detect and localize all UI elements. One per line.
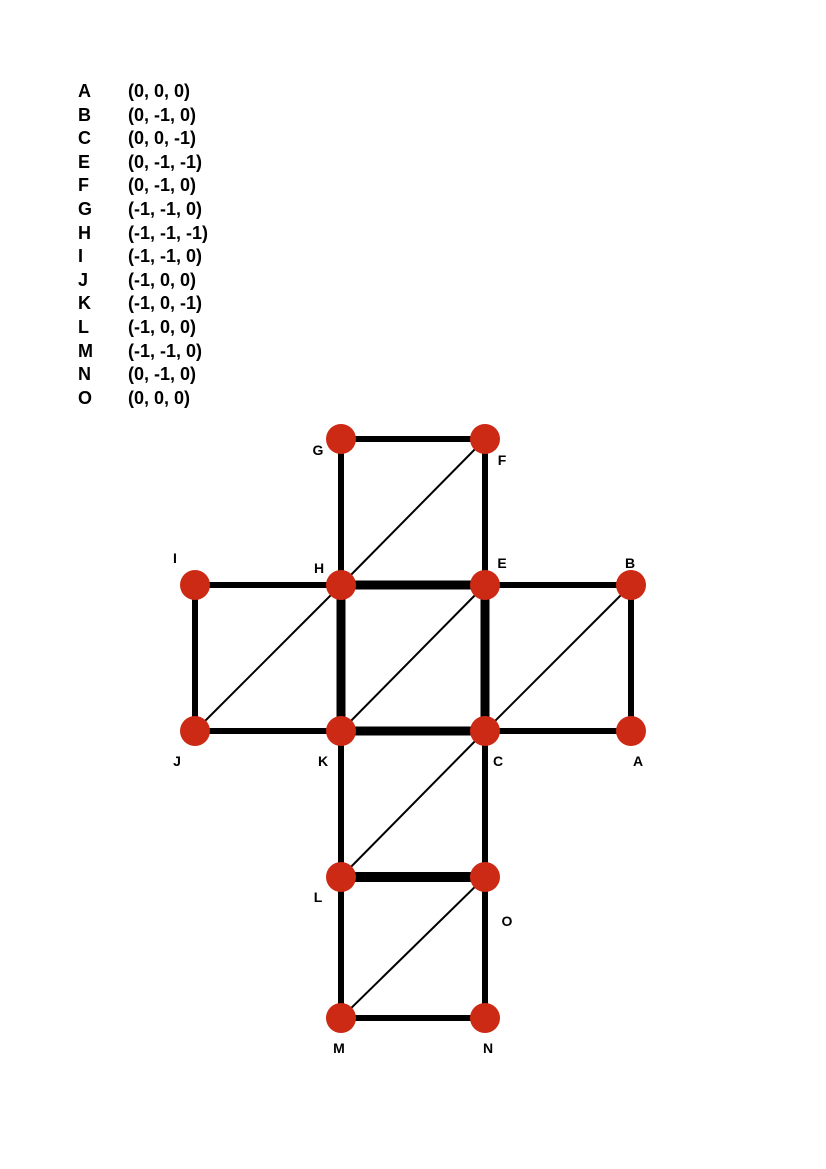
coordinate-row-c: C (0, 0, -1) [78,127,208,151]
coordinate-row-e: E (0, -1, -1) [78,151,208,175]
vertex-label-b: B [625,555,635,571]
vertex-coordinate: (-1, -1, 0) [128,340,203,361]
vertex-label-e: E [497,555,506,571]
coordinate-row-n: N (0, -1, 0) [78,363,208,387]
diagonal-m-o [340,876,486,1019]
vertex-coordinate: (0, -1, -1) [128,151,203,172]
coordinate-row-k: K (-1, 0, -1) [78,292,208,316]
vertex-i [180,570,210,600]
vertex-label-h: H [314,560,324,576]
vertex-label: K [78,293,91,314]
vertex-label-n: N [483,1040,493,1056]
coordinate-row-o: O (0, 0, 0) [78,387,208,411]
vertex-label-f: F [498,452,507,468]
vertex-coordinate: (0, -1, 0) [128,364,197,385]
coordinate-row-h: H (-1, -1, -1) [78,222,208,246]
vertex-label: M [78,340,93,361]
vertex-coordinate: (-1, -1, 0) [128,198,203,219]
coordinate-row-l: L (-1, 0, 0) [78,316,208,340]
vertex-label-i: I [173,550,177,566]
vertex-label: G [78,198,93,219]
vertex-k [326,716,356,746]
vertex-coordinate: (-1, 0, -1) [128,293,203,314]
vertex-coordinate: (-1, -1, 0) [128,246,203,267]
vertex-label: O [78,387,93,408]
diagonal-l-c [340,730,486,878]
coordinate-row-f: F (0, -1, 0) [78,174,208,198]
vertex-label: J [78,269,89,290]
coordinate-row-g: G (-1, -1, 0) [78,198,208,222]
vertex-e [470,570,500,600]
vertex-coordinate: (-1, -1, -1) [128,222,209,243]
vertex-coordinate: (0, -1, 0) [128,104,197,125]
vertex-a [616,716,646,746]
vertex-label-c: C [493,753,503,769]
vertex-label: L [78,316,89,337]
diagonal-h-f [340,438,486,586]
vertex-g [326,424,356,454]
vertex-label: B [78,104,91,125]
diagonal-c-b [484,584,632,732]
vertex-label: I [78,246,84,267]
vertex-label-k: K [318,753,328,769]
vertex-coordinate: (-1, 0, 0) [128,269,197,290]
vertex-label-j: J [173,753,181,769]
vertex-coordinate: (0, 0, 0) [128,387,191,408]
vertex-label-layer: G F I H E B J K C A L O M N [173,442,643,1056]
vertex-f [470,424,500,454]
vertex-coordinate: (0, 0, 0) [128,81,191,101]
vertex-label: A [78,81,91,101]
vertex-o [470,862,500,892]
vertex-c [470,716,500,746]
vertex-label-l: L [314,889,323,905]
coordinate-row-m: M (-1, -1, 0) [78,340,208,364]
coordinate-row-j: J (-1, 0, 0) [78,269,208,293]
vertex-label-a: A [633,753,643,769]
vertex-label-g: G [313,442,324,458]
vertex-label-o: O [502,913,513,929]
vertex-n [470,1003,500,1033]
vertex-l [326,862,356,892]
coordinate-row-b: B (0, -1, 0) [78,104,208,128]
vertex-coordinate: (0, -1, 0) [128,175,197,196]
vertex-label: E [78,151,91,172]
diagonal-k-e [340,584,486,732]
vertex-layer [180,424,646,1033]
vertex-h [326,570,356,600]
vertex-m [326,1003,356,1033]
vertex-coordinate: (-1, 0, 0) [128,316,197,337]
coordinate-row-a: A (0, 0, 0) [78,80,208,104]
coordinate-table: A (0, 0, 0) B (0, -1, 0) C (0, 0, -1) E (0, … [78,80,208,410]
coordinate-row-i: I (-1, -1, 0) [78,245,208,269]
vertex-j [180,716,210,746]
vertex-coordinate: (0, 0, -1) [128,128,197,149]
diagonal-layer [194,438,632,1019]
diagonal-j-h [194,584,342,732]
vertex-label: H [78,222,91,243]
vertex-label: N [78,364,91,385]
vertex-label: C [78,128,91,149]
edge-layer [192,436,634,1021]
vertex-label-m: M [333,1040,345,1056]
vertex-b [616,570,646,600]
vertex-label: F [78,175,89,196]
